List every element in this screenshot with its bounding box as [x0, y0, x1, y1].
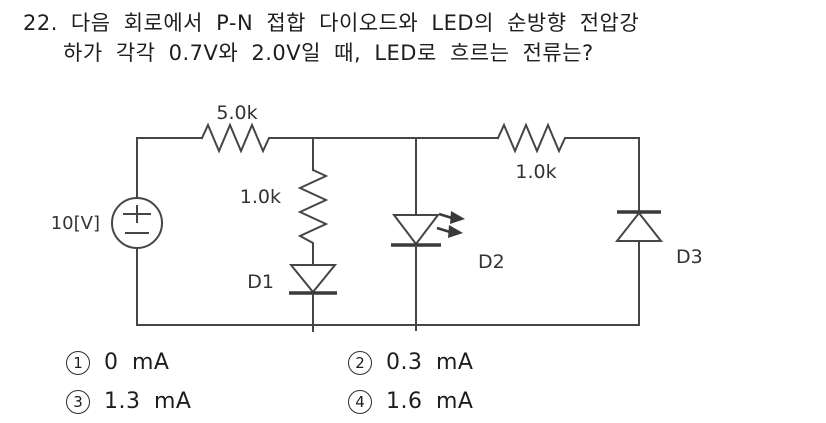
led-arrow-1-head — [450, 211, 465, 224]
option-4-label: 1.6 mA — [386, 389, 474, 414]
question-text-2: 하가 각각 0.7V와 2.0V일 때, LED로 흐르는 전류는? — [63, 41, 594, 65]
led-arrow-2-tail — [436, 226, 451, 234]
voltage-source-plus — [123, 205, 151, 223]
option-2-marker: 2 — [348, 350, 372, 375]
diode-d1 — [288, 264, 338, 294]
led-d2-label: D2 — [478, 251, 505, 273]
led-d2 — [391, 214, 441, 246]
option-3-marker: 3 — [66, 389, 90, 414]
diode-d3-label: D3 — [676, 246, 703, 268]
led-light-arrows — [436, 211, 465, 238]
option-1: 1 0 mA — [66, 350, 169, 375]
resistor-5k — [200, 122, 274, 154]
diode-d1-label: D1 — [247, 271, 274, 293]
option-2-label: 0.3 mA — [386, 350, 474, 375]
diode-d3 — [614, 211, 664, 242]
option-1-marker: 1 — [66, 350, 90, 375]
question-line-1: 22. 다음 회로에서 P-N 접합 다이오드와 LED의 순방향 전압강 — [23, 8, 639, 38]
resistor-1k-vertical-label: 1.0k — [240, 186, 281, 208]
resistor-1k-right-label: 1.0k — [515, 161, 556, 183]
option-4-marker: 4 — [348, 389, 372, 414]
resistor-5k-label: 5.0k — [216, 102, 257, 124]
option-1-label: 0 mA — [104, 350, 170, 375]
question-text-1: 다음 회로에서 P-N 접합 다이오드와 LED의 순방향 전압강 — [70, 11, 640, 35]
option-2: 2 0.3 mA — [348, 350, 473, 375]
question-block: 22. 다음 회로에서 P-N 접합 다이오드와 LED의 순방향 전압강 하가… — [23, 8, 639, 68]
resistor-1k-right — [496, 122, 574, 154]
option-3-label: 1.3 mA — [104, 389, 192, 414]
voltage-source-label: 10[V] — [51, 213, 100, 234]
option-3: 3 1.3 mA — [66, 389, 191, 414]
question-number: 22. — [23, 11, 58, 35]
option-4: 4 1.6 mA — [348, 389, 473, 414]
led-arrow-1-tail — [438, 212, 453, 220]
led-arrow-2-head — [448, 225, 463, 238]
resistor-1k-vertical — [297, 168, 329, 266]
